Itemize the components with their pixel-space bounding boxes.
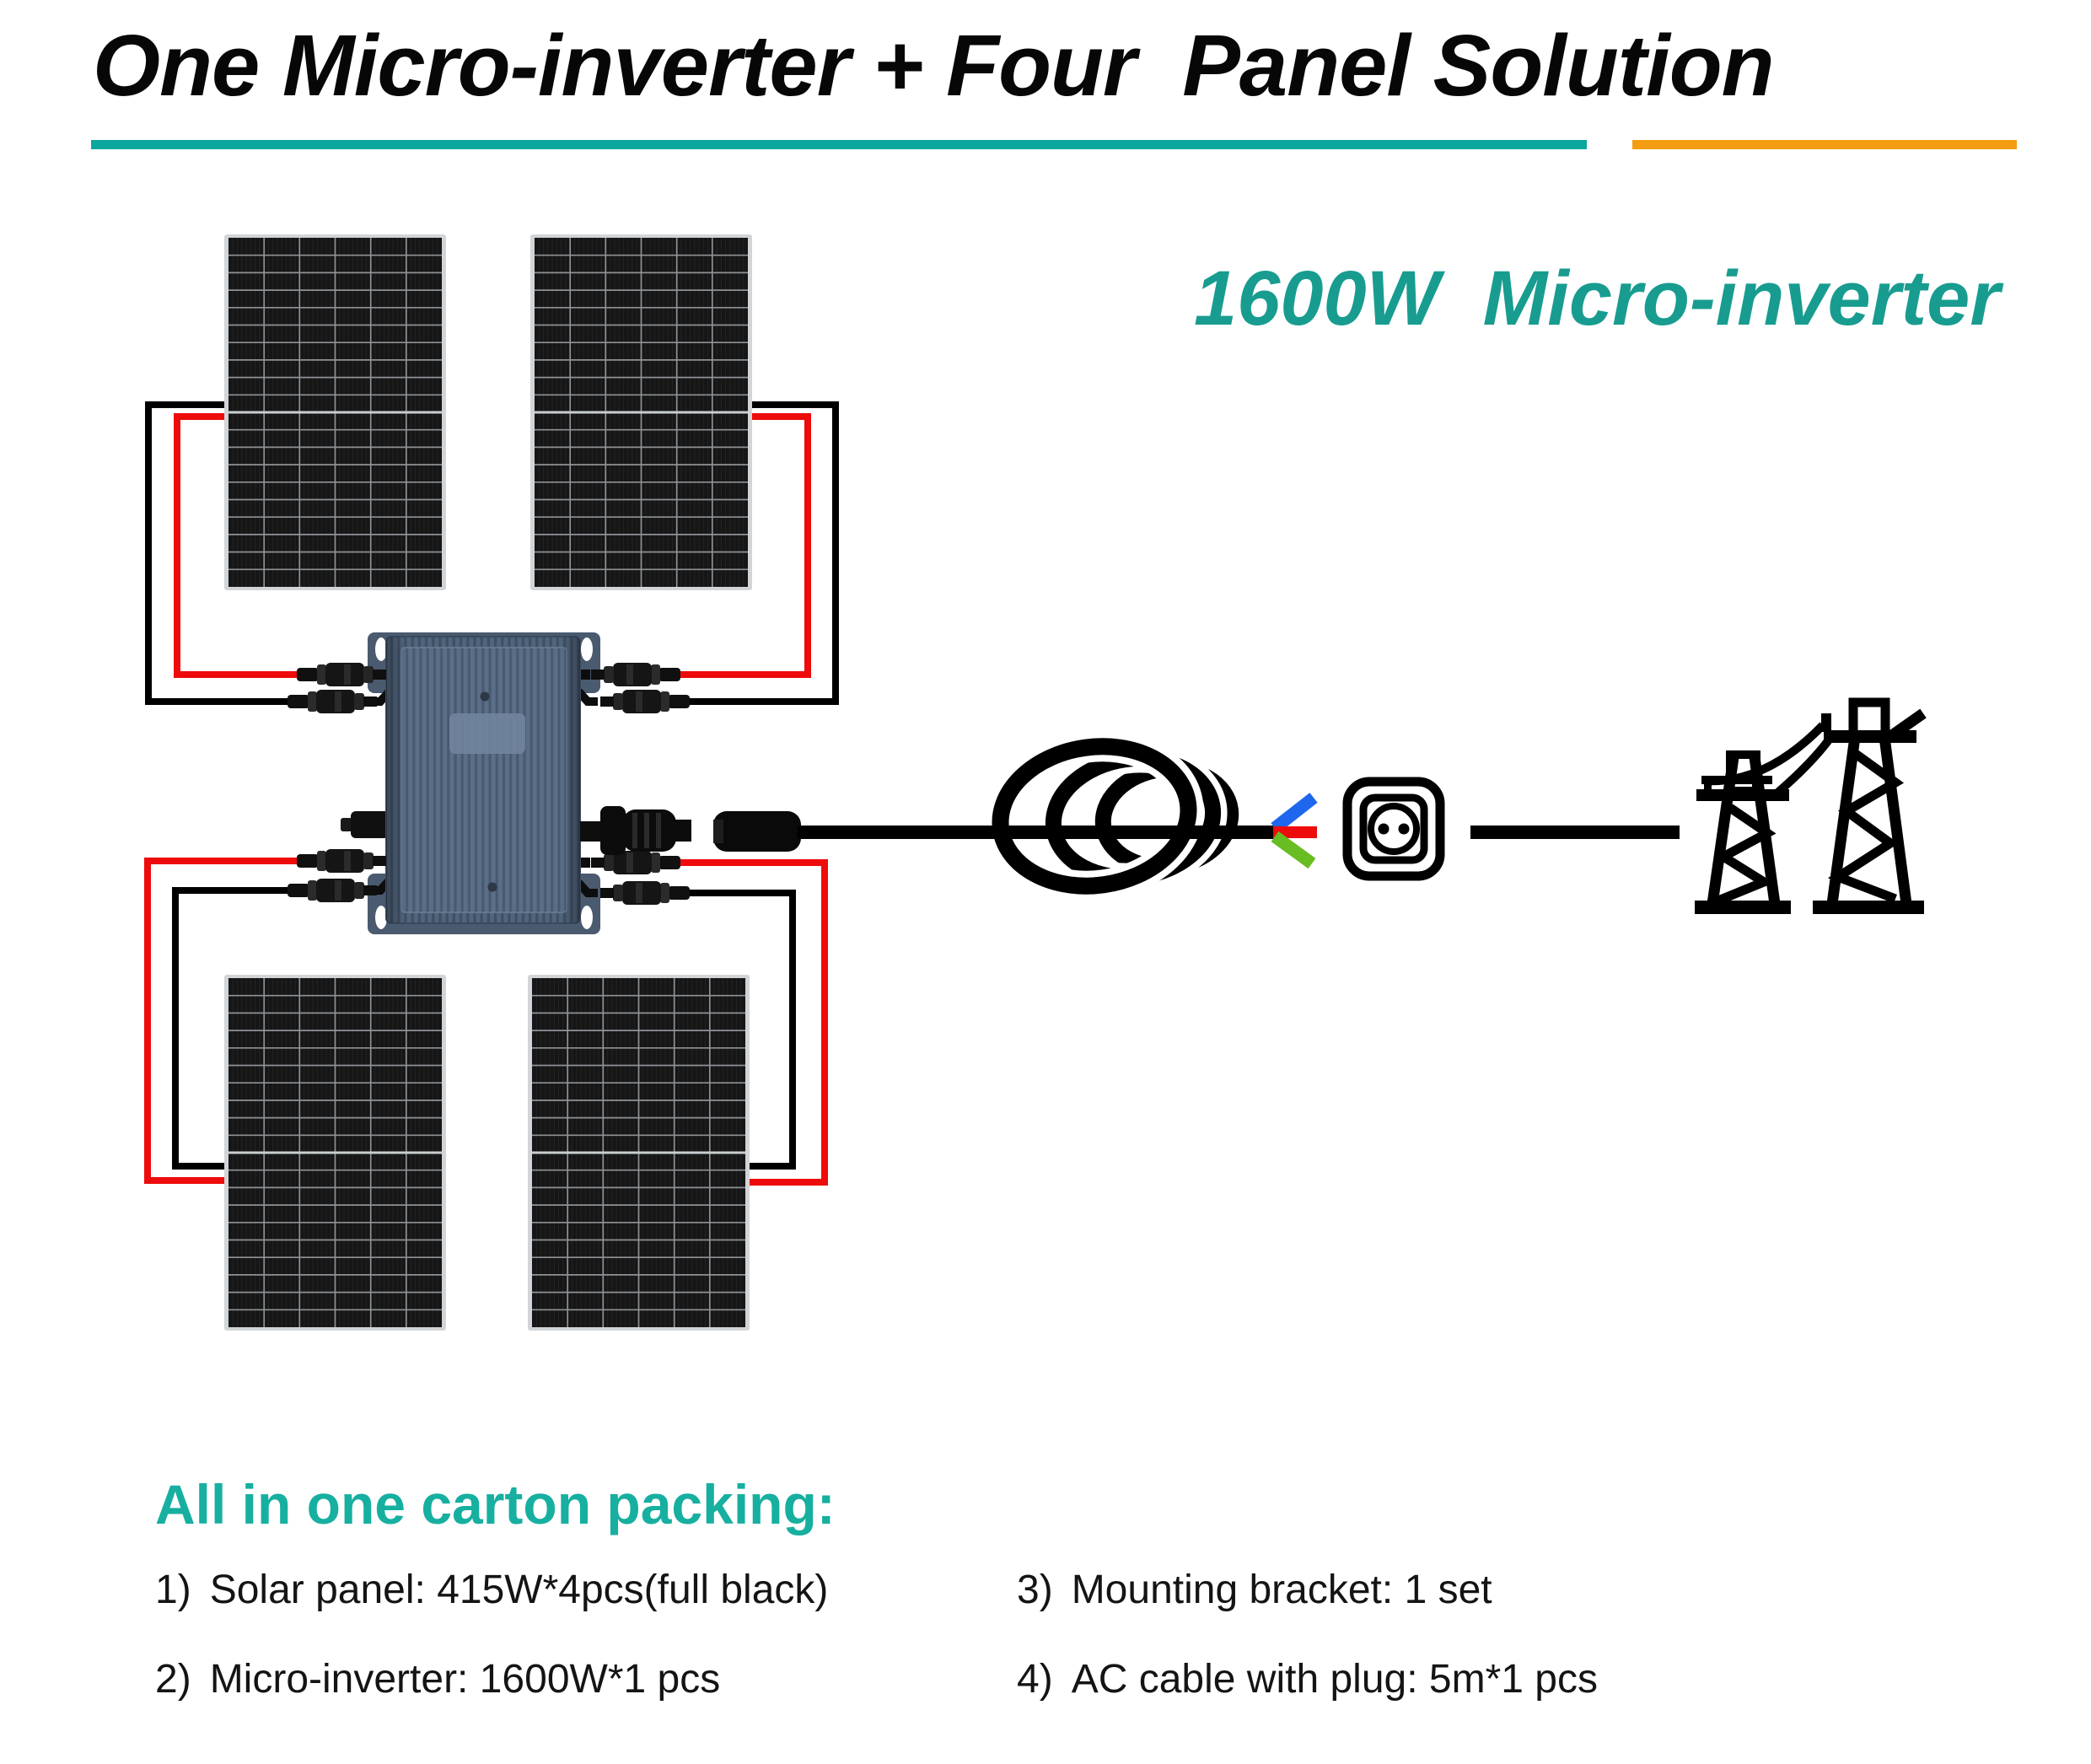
item-text: Solar panel: 415W*4pcs(full black) — [209, 1568, 829, 1612]
dc-wiring — [144, 401, 839, 1186]
item-number: 2) — [155, 1657, 191, 1702]
solar-panel — [530, 234, 752, 590]
wire-negative — [679, 401, 839, 705]
screw — [480, 691, 490, 702]
mc4-connector-icon — [297, 849, 386, 873]
ac-cable — [713, 731, 1318, 901]
wire-positive — [144, 858, 297, 1184]
packing-item-2: 2) Micro-inverter: 1600W*1 pcs — [155, 1656, 720, 1702]
wire-negative — [679, 890, 796, 1170]
side-port — [351, 811, 390, 838]
item-text: AC cable with plug: 5m*1 pcs — [1071, 1657, 1598, 1702]
wire-positive — [679, 859, 828, 1186]
bracket-hole — [375, 906, 387, 929]
inverter-nameplate — [449, 713, 525, 754]
power-grid-towers-icon — [1695, 697, 1927, 914]
mc4-connector-icon — [288, 690, 377, 713]
item-number: 3) — [1017, 1568, 1053, 1612]
wire-negative — [145, 401, 297, 705]
stripped-wires-icon — [1271, 793, 1318, 869]
mc4-connector-icon — [600, 690, 690, 713]
power-outlet-icon — [1342, 777, 1445, 881]
solar-panel — [224, 234, 446, 590]
item-number: 4) — [1017, 1657, 1053, 1702]
wire-negative — [172, 887, 297, 1170]
packing-item-4: 4) AC cable with plug: 5m*1 pcs — [1017, 1656, 1598, 1702]
packing-heading: All in one carton packing: — [155, 1473, 836, 1535]
mc4-connector-icon — [288, 879, 377, 902]
cable-plug-connector — [713, 811, 801, 852]
screw — [487, 882, 497, 892]
side-port — [341, 818, 352, 831]
bracket-hole — [375, 637, 387, 661]
mc4-connector-icon — [591, 663, 680, 686]
packing-item-1: 1) Solar panel: 415W*4pcs(full black) — [155, 1567, 828, 1613]
cable-coil-icon — [985, 731, 1239, 901]
title-underline-teal — [91, 140, 1587, 149]
title-underline-orange — [1632, 140, 2017, 149]
power-line — [1704, 722, 1826, 786]
packing-item-3: 3) Mounting bracket: 1 set — [1017, 1567, 1492, 1613]
solar-panel — [528, 975, 750, 1331]
power-line — [1772, 736, 1834, 798]
mc4-connector-icon — [600, 881, 690, 905]
inverter-wattage-label: 1600W Micro-inverter — [1194, 255, 2001, 342]
ac-output-connector — [580, 806, 691, 855]
solar-panel — [224, 975, 446, 1331]
micro-inverter — [288, 632, 691, 934]
wire-positive — [174, 413, 297, 678]
solar-panel-array — [224, 234, 752, 1331]
page-title: One Micro-inverter + Four Panel Solution — [93, 17, 1775, 114]
bracket-hole — [581, 906, 593, 929]
item-text: Mounting bracket: 1 set — [1071, 1568, 1492, 1612]
wire-positive — [679, 413, 811, 678]
bracket-hole — [581, 637, 593, 661]
item-number: 1) — [155, 1568, 191, 1612]
item-text: Micro-inverter: 1600W*1 pcs — [209, 1657, 721, 1702]
